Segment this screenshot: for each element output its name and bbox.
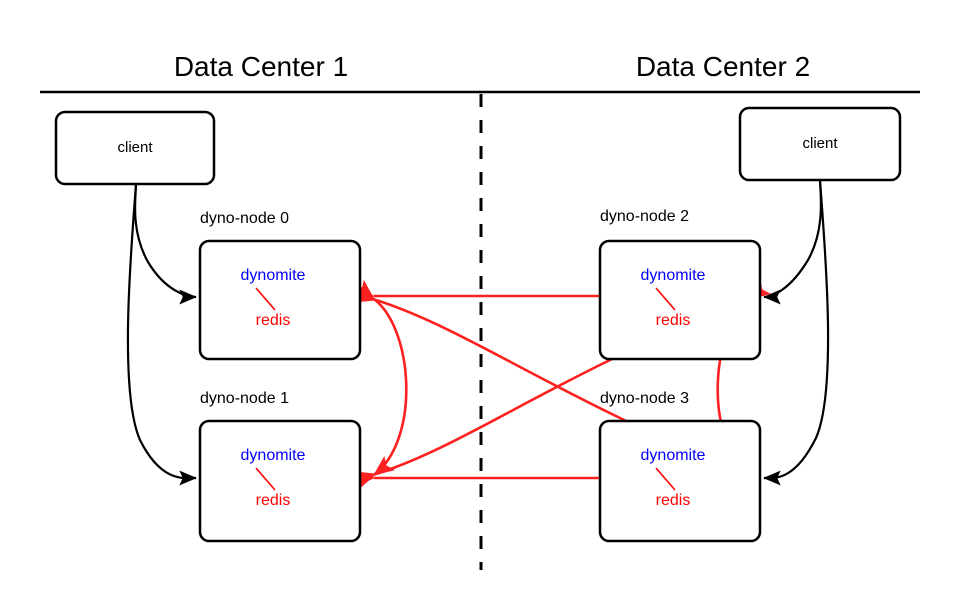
dyno-node-2-box	[598, 239, 762, 361]
edge-client-left-to-node-0	[133, 183, 197, 305]
dyno-node-2-redis-label: redis	[656, 312, 691, 329]
dyno-node-0-label: dyno-node 0	[200, 210, 289, 227]
dyno-node-3-redis-label: redis	[656, 492, 691, 509]
dyno-node-1-label: dyno-node 1	[200, 390, 289, 407]
client-box-left[interactable]: client	[54, 110, 216, 186]
dyno-node-0-box	[198, 239, 362, 361]
dyno-node-2-service-connector	[655, 287, 676, 311]
dyno-node-3-label: dyno-node 3	[600, 390, 689, 407]
dyno-node-1-redis-label: redis	[256, 492, 291, 509]
dyno-node-3-service-connector	[655, 467, 676, 491]
client-box-right[interactable]: client	[738, 106, 902, 182]
dyno-node-0-dynomite-label: dynomite	[241, 267, 306, 284]
dyno-node-0-redis-label: redis	[256, 312, 291, 329]
dyno-node-2-dynomite-label: dynomite	[641, 267, 706, 284]
edge-client-right-to-node-3	[763, 179, 830, 486]
dyno-node-1-service-connector	[255, 467, 276, 491]
client-box-right-label: client	[802, 135, 838, 152]
datacenter-2-title: Data Center 2	[636, 51, 810, 82]
dyno-node-3-dynomite-label: dynomite	[641, 447, 706, 464]
dyno-node-1-box	[198, 419, 362, 543]
dyno-node-3-box	[598, 419, 762, 543]
dyno-node-3[interactable]: dyno-node 3 dynomite redis	[598, 390, 762, 543]
client-box-left-label: client	[117, 139, 153, 156]
dyno-node-1[interactable]: dyno-node 1 dynomite redis	[198, 390, 362, 543]
dyno-node-2[interactable]: dyno-node 2 dynomite redis	[598, 208, 762, 361]
edge-client-right-to-node-2	[763, 179, 823, 305]
dyno-node-0-service-connector	[255, 287, 276, 311]
datacenter-1-title: Data Center 1	[174, 51, 348, 82]
dyno-node-0[interactable]: dyno-node 0 dynomite redis	[198, 210, 362, 361]
edge-client-left-to-node-1	[126, 183, 197, 486]
dyno-node-2-label: dyno-node 2	[600, 208, 689, 225]
edge-node-0-to-node-1	[352, 279, 408, 477]
dyno-node-1-dynomite-label: dynomite	[241, 447, 306, 464]
